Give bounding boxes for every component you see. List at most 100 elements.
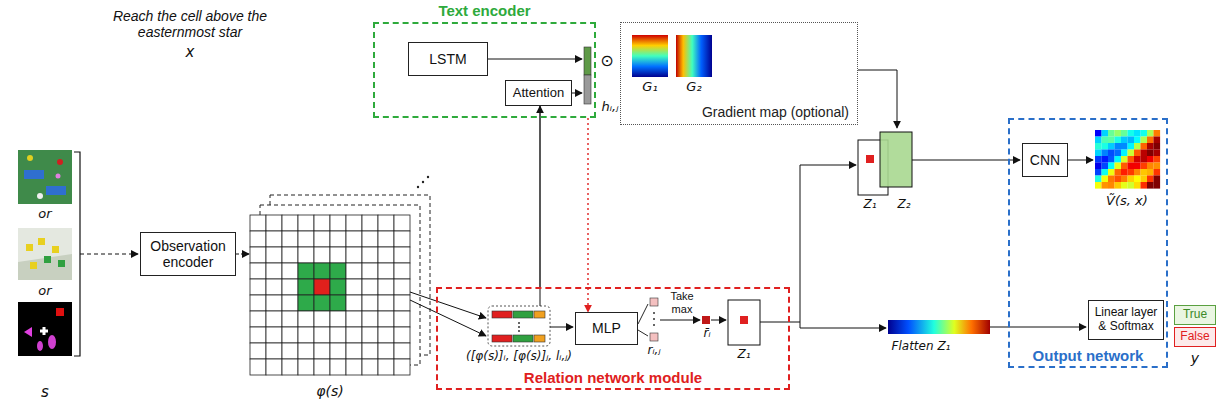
figure-part [362,231,378,247]
figure-part [330,247,346,263]
figure-part [250,263,266,279]
figure-part [1115,130,1122,137]
bracket [74,152,80,356]
output-label-box: False [1174,327,1216,347]
figure-part [1121,156,1128,163]
figure-part [513,311,533,318]
arrow [550,327,573,328]
figure-part [362,247,378,263]
figure-part [266,263,282,279]
arrow [638,304,648,324]
figure-part [1095,137,1102,144]
figure-part [1115,150,1122,157]
group-heading: Relation network module [438,369,788,386]
box-label: LSTM [429,51,466,67]
figure-part [362,311,378,327]
figure-part [1154,143,1161,150]
figure-part [394,295,410,311]
figure-part [298,327,314,343]
figure-part [44,256,51,263]
figure-part [298,231,314,247]
figure-part [266,327,282,343]
figure-part [250,247,266,263]
figure-part [1102,182,1109,189]
figure-part [394,263,410,279]
gradient-image [632,35,668,77]
figure-part [27,155,33,161]
box-label: False [1180,330,1209,344]
figure-part [1102,169,1109,176]
figure-part [1115,137,1122,144]
max-score [702,316,710,324]
instruction-text: Reach the cell above the easternmost sta… [90,8,290,40]
figure-part [394,247,410,263]
figure-part [24,170,44,179]
arrow [858,70,897,128]
figure-part [1108,137,1115,144]
figure-part [1141,182,1148,189]
figure-part [346,327,362,343]
figure-part [346,343,362,359]
figure-part [1147,169,1154,176]
figure-part [314,231,330,247]
figure-part [1095,156,1102,163]
math-symbol: s [41,384,49,401]
math-symbol: Z₁ [863,198,876,212]
figure-part [1128,169,1135,176]
pair-vectors [488,306,550,346]
figure-part [266,343,282,359]
figure-part [488,306,550,346]
figure-part [37,193,43,199]
arrow [410,300,486,336]
figure-part [394,343,410,359]
flatten-bar [888,320,990,334]
figure-part [1102,137,1109,144]
figure-part [314,359,330,375]
figure-part [378,279,394,295]
figure-part [1154,176,1161,183]
figure-part [1128,156,1135,163]
process-box: Observation encoder [140,232,236,276]
figure-part [314,247,330,263]
figure-part [1147,130,1154,137]
figure-part [250,311,266,327]
figure-part [282,231,298,247]
env-image-3 [18,302,72,356]
figure-part [1134,156,1141,163]
figure-part [1121,182,1128,189]
operator-symbol: ⊙ [600,52,613,70]
figure-part [1108,156,1115,163]
figure-part [653,312,655,314]
z1-plane [728,300,760,345]
figure-part [394,311,410,327]
figure-part [394,231,410,247]
operation-text: Take max [660,290,704,315]
figure-part [1141,156,1148,163]
gradient-image [676,35,712,77]
figure-part [1147,176,1154,183]
figure-part [1154,156,1161,163]
z2-plane [880,132,912,187]
arrow [572,93,582,94]
figure-part [518,326,520,328]
figure-part [266,279,282,295]
figure-part [346,263,362,279]
figure-part [1095,143,1102,150]
figure-part [1141,150,1148,157]
alternative-word: or [38,207,51,222]
figure-part [378,231,394,247]
figure-part [18,254,72,280]
figure-part [330,327,346,343]
figure-part [330,295,346,311]
arrow [711,320,726,321]
figure-part [1121,150,1128,157]
figure-part [1134,143,1141,150]
figure-part [653,318,655,320]
figure-part [1102,163,1109,170]
figure-part [1115,169,1122,176]
figure-part [1115,182,1122,189]
figure-part [58,260,65,267]
module-box: Text encoderLSTMAttention [373,22,596,118]
figure-part [250,295,266,311]
figure-part [314,311,330,327]
